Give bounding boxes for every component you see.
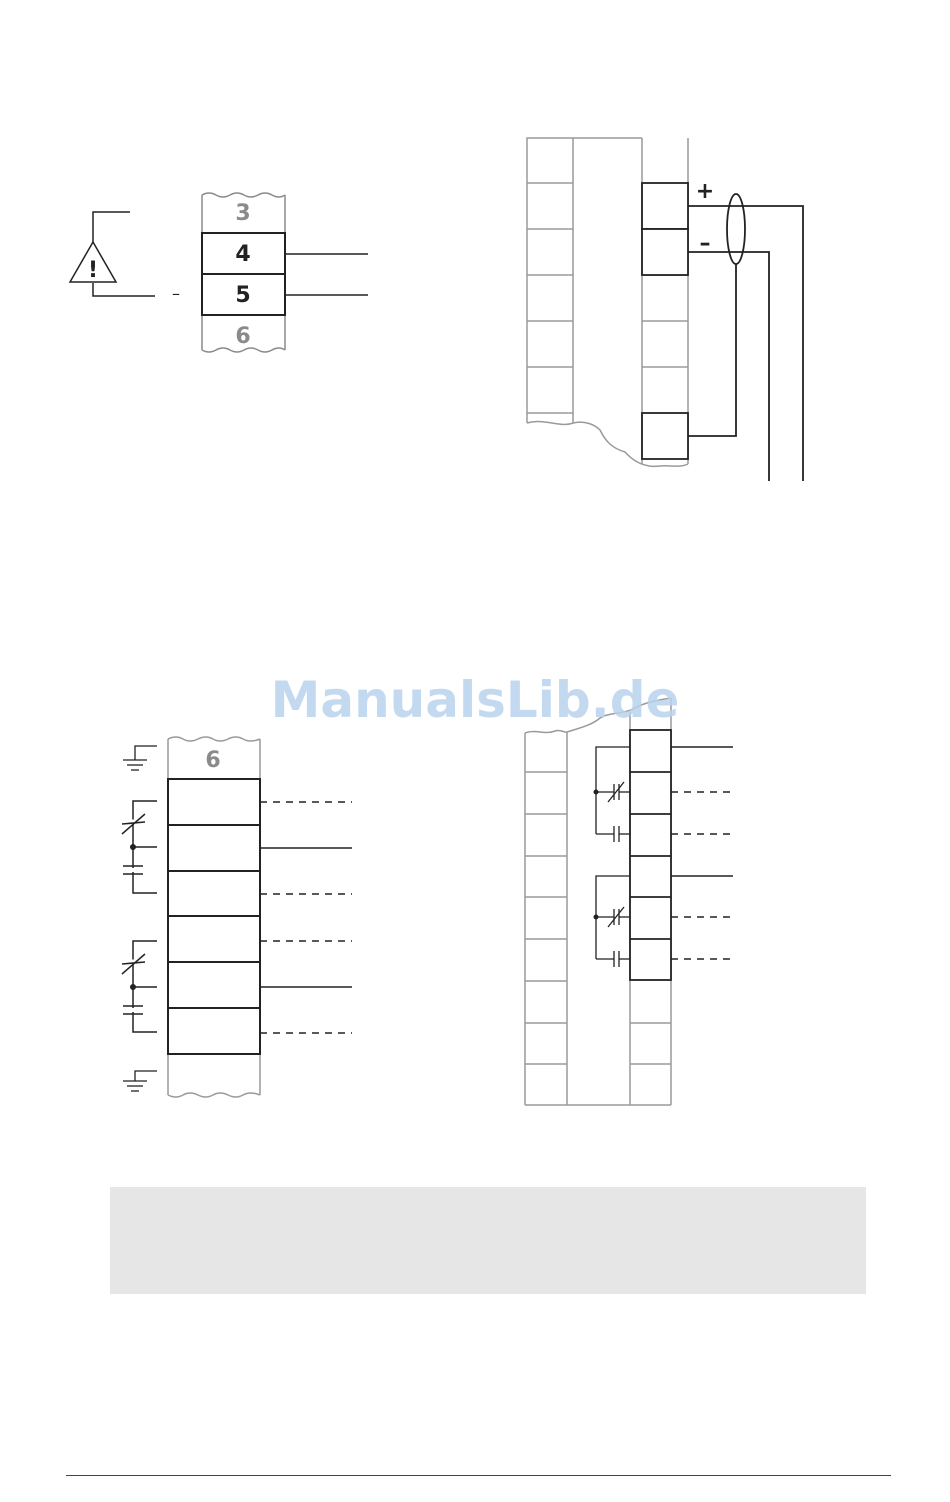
note-box xyxy=(110,1187,866,1294)
minus-label-a: – xyxy=(172,284,180,303)
diagram-a: ! – 3 4 5 6 xyxy=(70,193,368,352)
ground-icon xyxy=(123,1071,157,1091)
terminal-label-3: 3 xyxy=(235,201,250,226)
cable-shield xyxy=(727,194,745,264)
terminal-plus xyxy=(642,183,688,229)
terminal-shield xyxy=(642,413,688,459)
terminal-label-5: 5 xyxy=(235,283,250,308)
relay-contact-icon xyxy=(594,747,631,842)
warning-icon: ! xyxy=(70,242,116,283)
diagram-b: + – xyxy=(527,138,803,481)
warning-lead-top xyxy=(93,212,130,242)
terminal-label-4: 4 xyxy=(235,242,250,267)
ground-icon xyxy=(123,746,157,770)
relay-contact-icon xyxy=(122,801,157,893)
plus-label: + xyxy=(696,179,714,204)
relay-contact-icon xyxy=(122,941,157,1032)
footer-rule xyxy=(66,1475,891,1476)
terminal-minus xyxy=(642,229,688,275)
terminal-label-6c: 6 xyxy=(205,748,220,773)
svg-text:!: ! xyxy=(88,258,98,283)
relay-contact-icon xyxy=(594,876,631,967)
diagram-d xyxy=(525,698,733,1105)
terminal-label-6: 6 xyxy=(235,324,250,349)
diagram-c: 6 xyxy=(122,737,352,1097)
watermark: ManualsLib.de xyxy=(271,671,680,729)
wire-minus xyxy=(688,252,769,481)
wire-shield-drain xyxy=(688,264,736,436)
warning-lead-bottom xyxy=(93,283,155,296)
